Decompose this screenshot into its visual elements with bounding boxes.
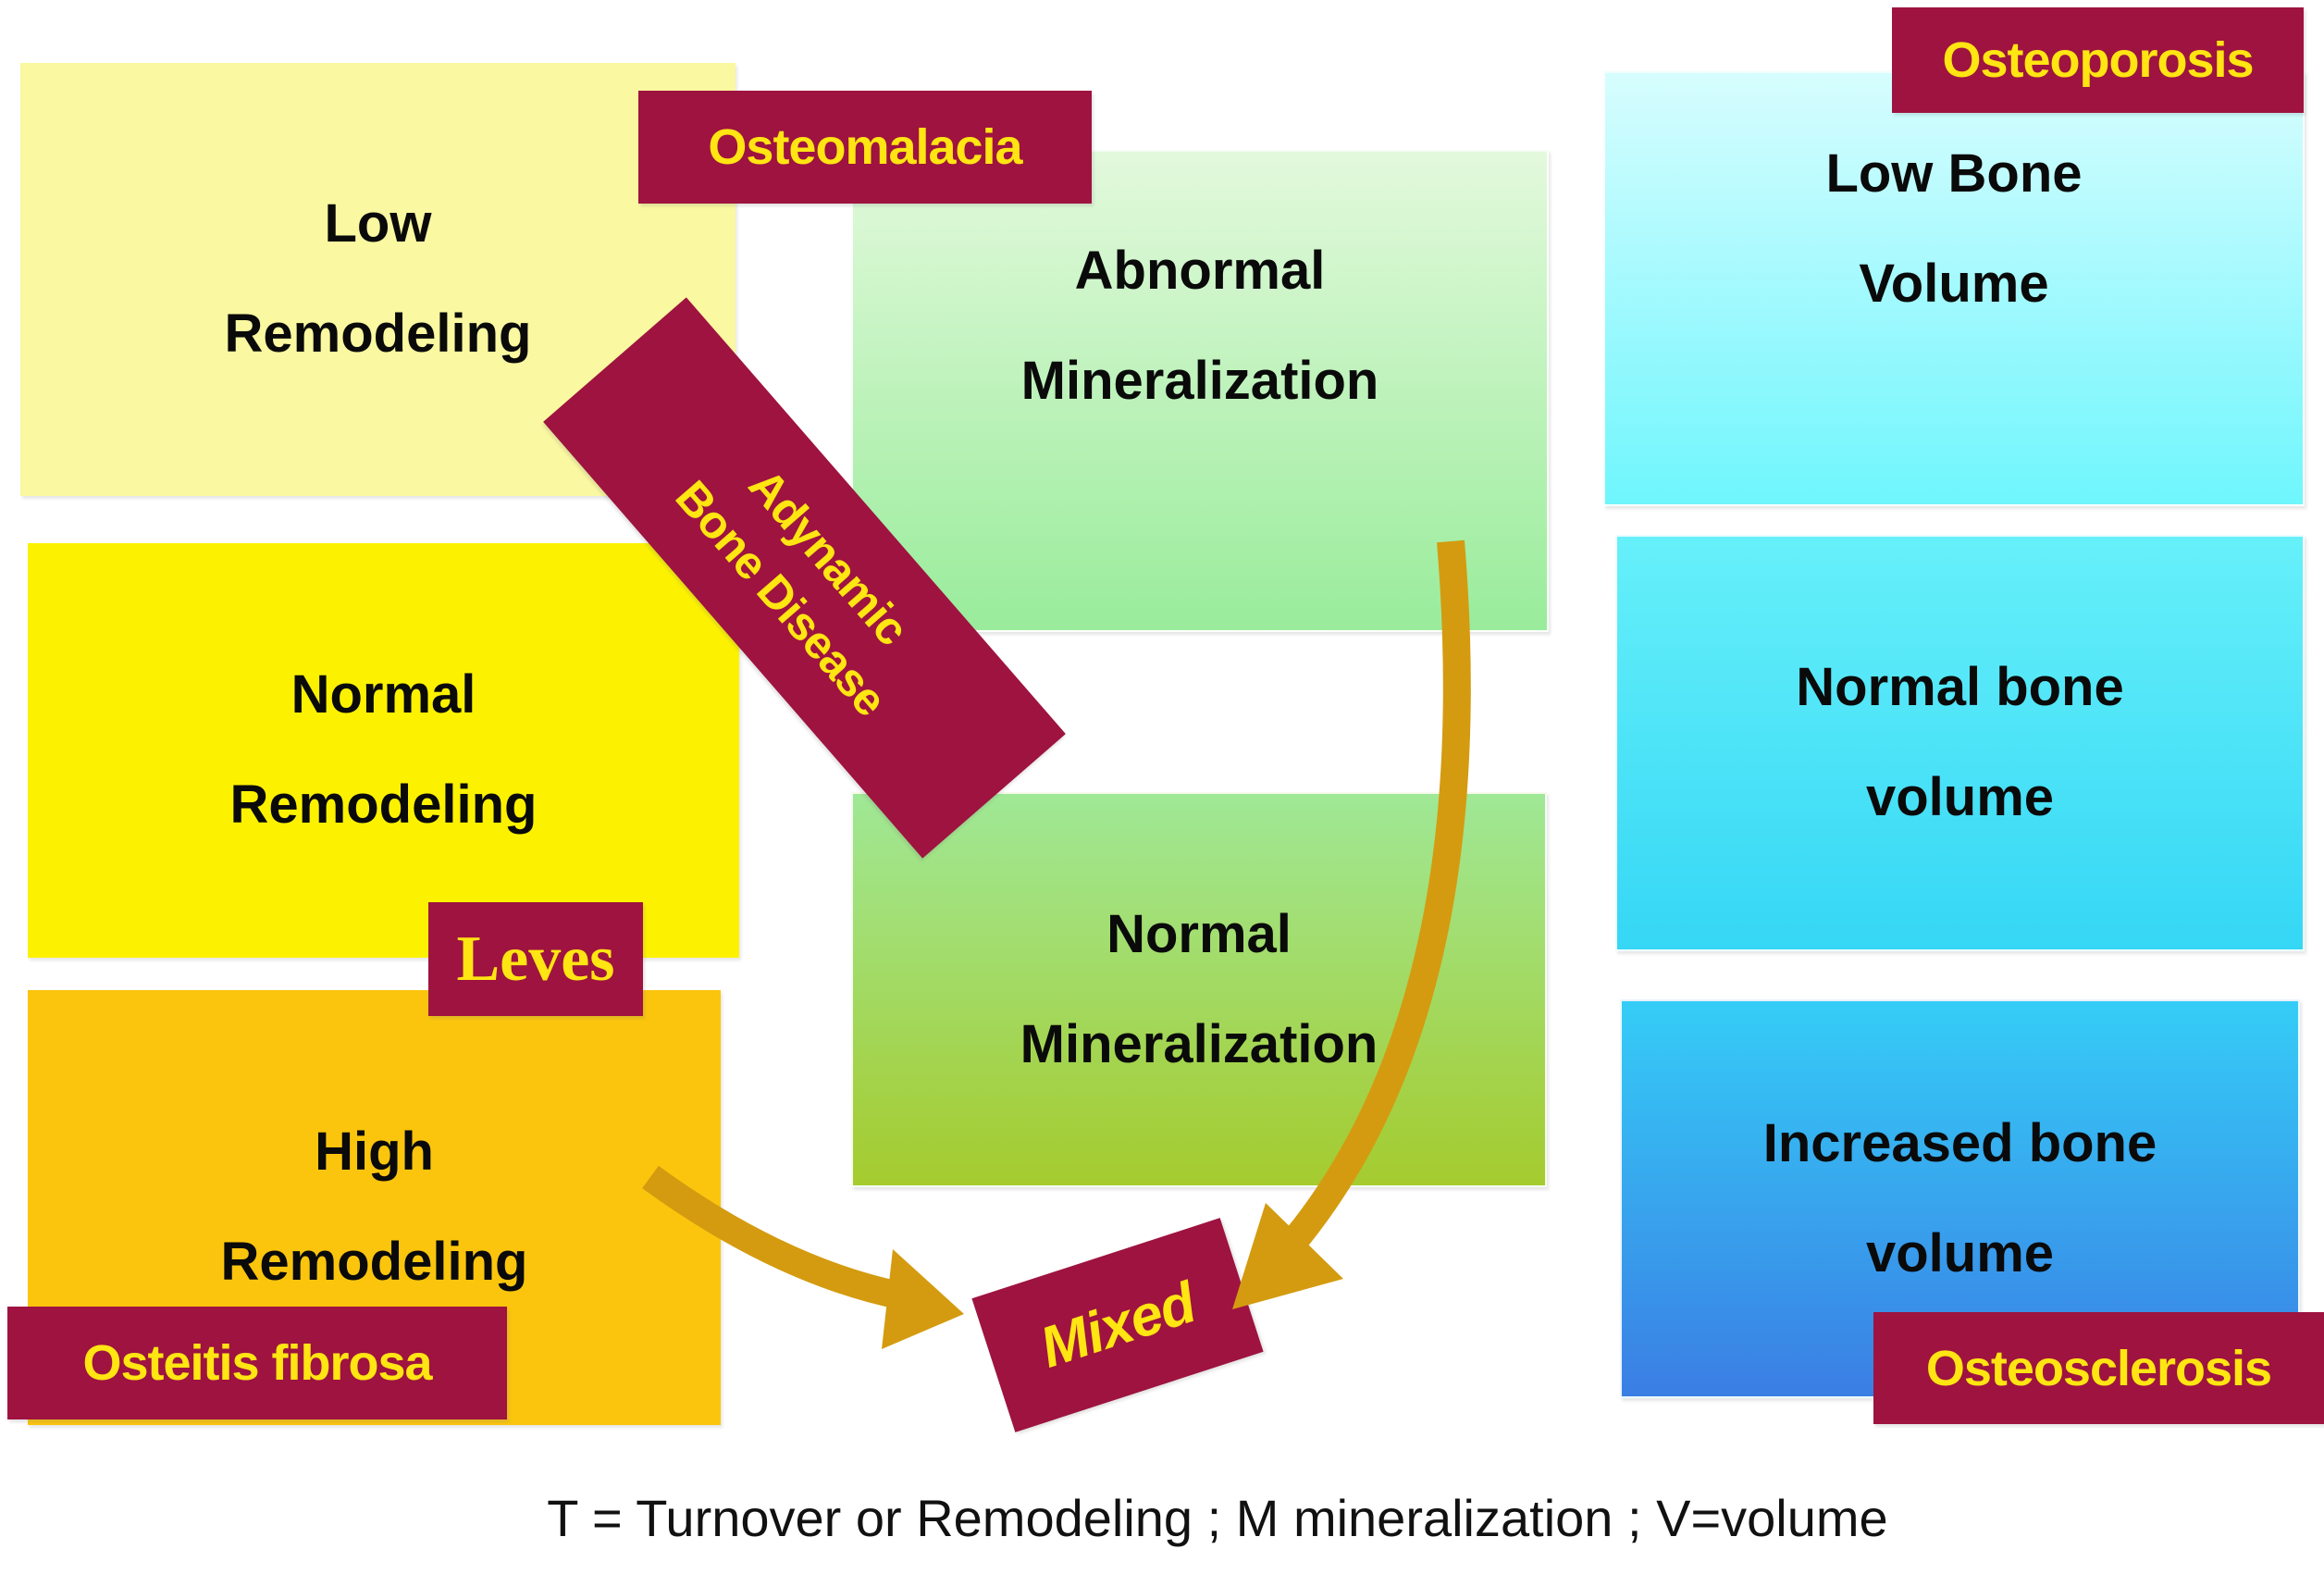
box-normal-bone-volume-line2: volume [1865,767,2055,827]
label-osteosclerosis: Osteosclerosis [1873,1312,2324,1424]
box-low-bone-volume: Low Bone Volume [1603,71,2305,506]
box-normal-bone-volume-line1: Normal bone [1796,657,2124,718]
box-increased-bone-volume-line2: volume [1865,1222,2055,1283]
label-leves: Leves [428,902,643,1016]
box-normal-remodeling-line1: Normal [290,664,476,725]
box-normal-mineralization-line1: Normal [1106,903,1292,964]
box-low-remodeling-line2: Remodeling [224,304,532,364]
box-low-bone-volume-line1: Low Bone [1825,143,2083,204]
label-osteomalacia-text: Osteomalacia [708,119,1022,175]
arrowhead-mineralization-to-mixed-icon [1232,1203,1343,1309]
box-normal-bone-volume: Normal bone volume [1615,535,2305,951]
label-osteosclerosis-text: Osteosclerosis [1925,1340,2272,1396]
label-osteomalacia: Osteomalacia [638,91,1092,204]
arrowhead-high-remodeling-to-mixed-icon [882,1249,964,1349]
label-leves-text: Leves [456,923,615,995]
caption-legend: T = Turnover or Remodeling ; M mineraliz… [547,1489,1888,1547]
label-mixed-text: Mixed [1032,1270,1203,1381]
box-normal-mineralization: Normal Mineralization [851,792,1547,1187]
box-low-remodeling-line1: Low [324,193,432,254]
box-normal-remodeling-line2: Remodeling [229,775,538,835]
label-osteoporosis-text: Osteoporosis [1942,32,2254,88]
box-normal-remodeling: Normal Remodeling [28,543,739,958]
label-osteitis-fibrosa-text: Osteitis fibrosa [82,1335,432,1391]
label-osteitis-fibrosa: Osteitis fibrosa [7,1307,507,1419]
box-normal-mineralization-line2: Mineralization [1020,1013,1378,1074]
label-mixed: Mixed [971,1218,1264,1432]
box-high-remodeling-line2: Remodeling [220,1232,528,1292]
label-osteoporosis: Osteoporosis [1892,7,2304,113]
box-abnormal-mineralization: Abnormal Mineralization [851,150,1549,632]
box-low-remodeling: Low Remodeling [20,63,736,496]
box-abnormal-mineralization-line2: Mineralization [1020,350,1379,411]
box-high-remodeling-line1: High [315,1122,434,1183]
box-low-bone-volume-line2: Volume [1859,253,2049,314]
box-increased-bone-volume-line1: Increased bone [1762,1112,2157,1173]
box-abnormal-mineralization-line1: Abnormal [1074,241,1326,301]
